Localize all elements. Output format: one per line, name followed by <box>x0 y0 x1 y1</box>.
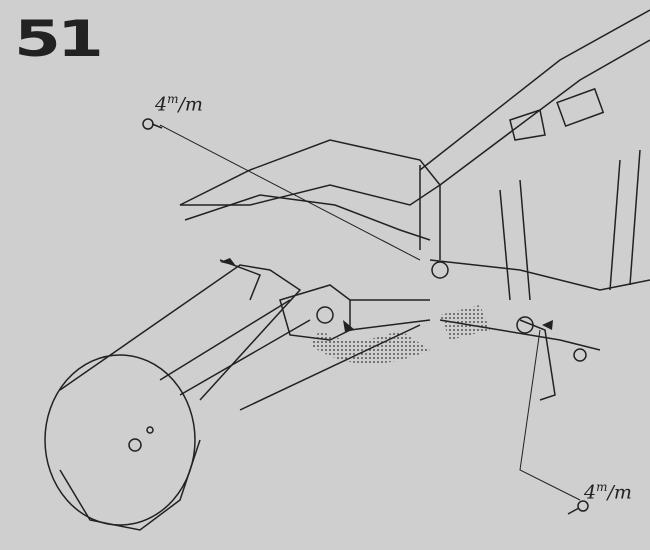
step-number: 51 <box>14 10 104 68</box>
screw-size-label-bottom: 4m/m <box>584 480 632 503</box>
screw-size-value: 4 <box>155 93 168 116</box>
screw-unit-bottom: /m <box>607 481 632 504</box>
swing-arm <box>59 259 431 401</box>
leader-line-bottom <box>519 329 581 501</box>
screw-unit-top: m <box>167 92 179 106</box>
screw-icon-top <box>142 118 163 130</box>
screw-unit-bottom: /m <box>178 93 203 116</box>
screw-size-value: 4 <box>584 481 597 504</box>
rear-gear-housing <box>44 354 201 531</box>
screw-unit-top: m <box>596 480 608 494</box>
stipple-shading <box>310 330 430 364</box>
screw-icon-bottom <box>567 500 589 515</box>
main-frame <box>179 9 650 401</box>
stipple-shading <box>440 305 490 340</box>
screw-size-label-top: 4m/m <box>155 92 203 115</box>
leader-line-top <box>159 124 421 261</box>
arrow-icons <box>220 258 553 332</box>
